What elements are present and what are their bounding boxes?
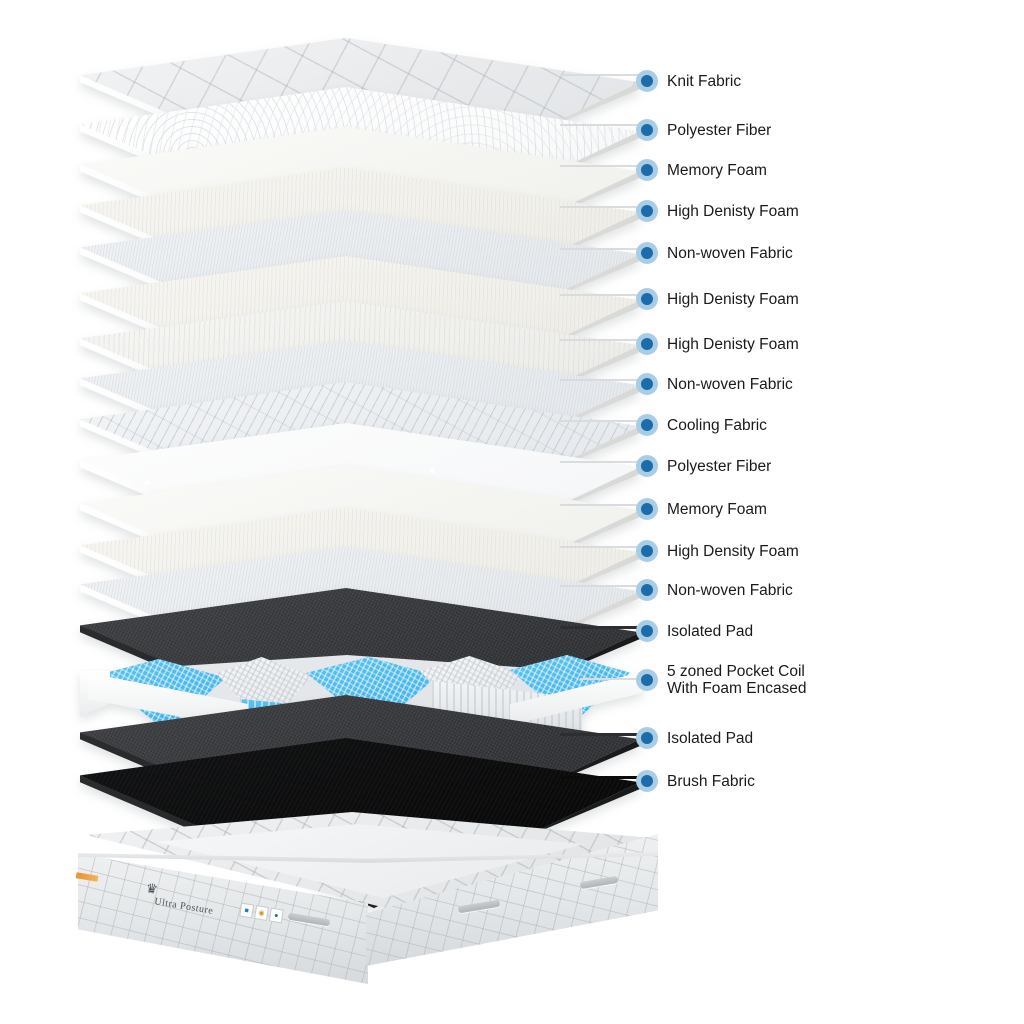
callout-dot: [636, 579, 658, 601]
callout-label: Brush Fabric: [667, 772, 755, 790]
base-mattress[interactable]: ♛ Ultra Posture ■ ◉ ●: [75, 812, 658, 1012]
leader-line: [560, 626, 640, 629]
callout-knit-fabric[interactable]: Knit Fabric: [636, 70, 741, 92]
callout-label: Memory Foam: [667, 500, 767, 518]
callout-non-woven-fabric-2[interactable]: Non-woven Fabric: [636, 373, 793, 395]
callout-dot: [636, 200, 658, 222]
leader-line: [560, 248, 640, 250]
callout-dot: [636, 498, 658, 520]
callout-high-density-foam-2[interactable]: High Denisty Foam: [636, 288, 799, 310]
leader-line: [560, 124, 640, 126]
callout-high-density-foam-3[interactable]: High Denisty Foam: [636, 333, 799, 355]
callout-dot: [636, 727, 658, 749]
badge-icon-1: ■: [239, 902, 255, 919]
leader-line: [560, 585, 640, 587]
leader-line: [580, 678, 640, 680]
callout-dot: [636, 669, 658, 691]
leader-line: [560, 461, 640, 463]
callout-non-woven-fabric-3[interactable]: Non-woven Fabric: [636, 579, 793, 601]
callout-dot: [636, 373, 658, 395]
callout-polyester-fiber-2[interactable]: Polyester Fiber: [636, 455, 771, 477]
leader-line: [560, 776, 640, 779]
callout-polyester-fiber-1[interactable]: Polyester Fiber: [636, 119, 771, 141]
callout-label: Polyester Fiber: [667, 457, 772, 475]
callout-label: Isolated Pad: [667, 622, 754, 640]
callout-cooling-fabric[interactable]: Cooling Fabric: [636, 414, 767, 436]
callout-brush-fabric[interactable]: Brush Fabric: [636, 770, 755, 792]
callout-label: Memory Foam: [667, 161, 767, 179]
callout-isolated-pad-1[interactable]: Isolated Pad: [636, 620, 753, 642]
callout-label: High Density Foam: [667, 542, 799, 560]
callout-dot: [636, 333, 658, 355]
callout-label: High Denisty Foam: [667, 335, 799, 353]
callout-memory-foam-2[interactable]: Memory Foam: [636, 498, 767, 520]
leader-line: [560, 504, 640, 506]
callout-dot: [636, 159, 658, 181]
callout-dot: [636, 242, 658, 264]
callout-label: Non-woven Fabric: [667, 581, 793, 599]
leader-line: [560, 74, 640, 76]
callout-label: Knit Fabric: [667, 72, 742, 90]
callout-dot: [636, 70, 658, 92]
callout-high-density-foam-1[interactable]: High Denisty Foam: [636, 200, 799, 222]
leader-line: [560, 206, 640, 208]
leader-line: [560, 294, 640, 296]
callout-label: Non-woven Fabric: [667, 375, 793, 393]
callout-dot: [636, 540, 658, 562]
badge-icon-2: ◉: [253, 905, 270, 921]
callout-dot: [636, 288, 658, 310]
callout-label: High Denisty Foam: [667, 290, 799, 308]
callout-pocket-coil-unit[interactable]: 5 zoned Pocket Coil With Foam Encased: [636, 663, 807, 697]
callout-dot: [636, 455, 658, 477]
leader-line: [560, 420, 640, 422]
leader-line: [560, 379, 640, 381]
callout-dot: [636, 620, 658, 642]
leader-line: [560, 165, 640, 167]
callout-label: Non-woven Fabric: [667, 244, 793, 262]
callout-non-woven-fabric-1[interactable]: Non-woven Fabric: [636, 242, 793, 264]
callout-label: Isolated Pad: [667, 729, 754, 747]
callout-high-density-foam-4[interactable]: High Density Foam: [636, 540, 799, 562]
callout-dot: [636, 770, 658, 792]
badge-icon-3: ●: [268, 907, 284, 924]
callout-dot: [636, 414, 658, 436]
callout-isolated-pad-2[interactable]: Isolated Pad: [636, 727, 753, 749]
callout-label: High Denisty Foam: [667, 202, 799, 220]
callout-label: 5 zoned Pocket Coil With Foam Encased: [667, 663, 807, 697]
callout-dot: [636, 119, 658, 141]
callout-label: Cooling Fabric: [667, 416, 767, 434]
leader-line: [560, 339, 640, 341]
callout-memory-foam-1[interactable]: Memory Foam: [636, 159, 767, 181]
leader-line: [560, 546, 640, 548]
callout-label: Polyester Fiber: [667, 121, 772, 139]
leader-line: [560, 733, 640, 736]
